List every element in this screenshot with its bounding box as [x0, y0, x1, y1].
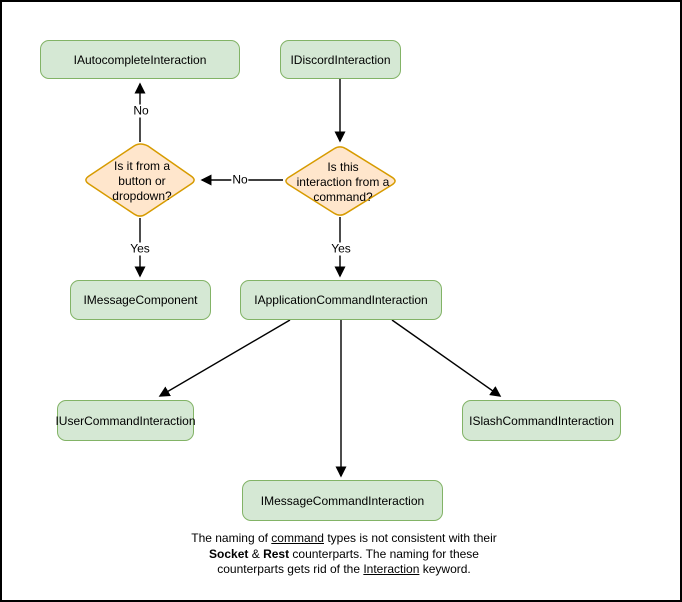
node-message-component: IMessageComponent: [70, 280, 211, 320]
note-line-1: The naming of command types is not consi…: [118, 531, 570, 547]
node-message-command-interaction: IMessageCommandInteraction: [242, 480, 443, 521]
node-label: IDiscordInteraction: [290, 52, 391, 67]
node-discord-interaction: IDiscordInteraction: [280, 40, 401, 79]
note-segment: &: [248, 546, 264, 561]
node-label: IApplicationCommandInteraction: [254, 293, 428, 307]
node-label: IUserCommandInteraction: [55, 413, 196, 428]
edge-label-no-between-decisions: No: [231, 172, 249, 187]
note-segment: keyword.: [419, 562, 471, 576]
naming-note: The naming of command types is not consi…: [118, 531, 570, 578]
node-autocomplete-interaction: IAutocompleteInteraction: [40, 40, 240, 79]
note-segment-bold: Socket: [209, 546, 249, 561]
decision-button-or-dropdown-shape: [85, 143, 195, 217]
node-application-command-interaction: IApplicationCommandInteraction: [240, 280, 442, 320]
edge-application-to-usercommand: [158, 319, 291, 397]
node-label: IAutocompleteInteraction: [73, 52, 207, 67]
edge-label-no-autocomplete: No: [132, 103, 150, 118]
note-line-2: Socket & Rest counterparts. The naming f…: [118, 547, 570, 563]
node-label: IMessageCommandInteraction: [260, 493, 425, 508]
edge-label-yes-messagecomponent: Yes: [129, 241, 151, 256]
decision-from-command-shape: [285, 146, 396, 216]
note-segment: The naming of: [191, 531, 272, 545]
note-line-3: counterparts gets rid of the Interaction…: [118, 562, 570, 578]
edge-application-to-slashcommand: [391, 319, 502, 397]
note-segment: counterparts gets rid of the: [217, 562, 364, 576]
node-slash-command-interaction: ISlashCommandInteraction: [462, 400, 621, 441]
note-segment-bold: Rest: [263, 546, 290, 561]
note-segment-underlined: Interaction: [363, 562, 420, 576]
note-segment: counterparts. The naming for these: [289, 546, 479, 561]
note-segment-underlined: command: [271, 531, 324, 545]
node-label: ISlashCommandInteraction: [469, 413, 614, 428]
edge-label-yes-applicationcommand: Yes: [330, 241, 352, 256]
node-label: IMessageComponent: [83, 293, 198, 307]
note-segment: types is not consistent with their: [323, 531, 497, 545]
node-user-command-interaction: IUserCommandInteraction: [55, 400, 196, 441]
